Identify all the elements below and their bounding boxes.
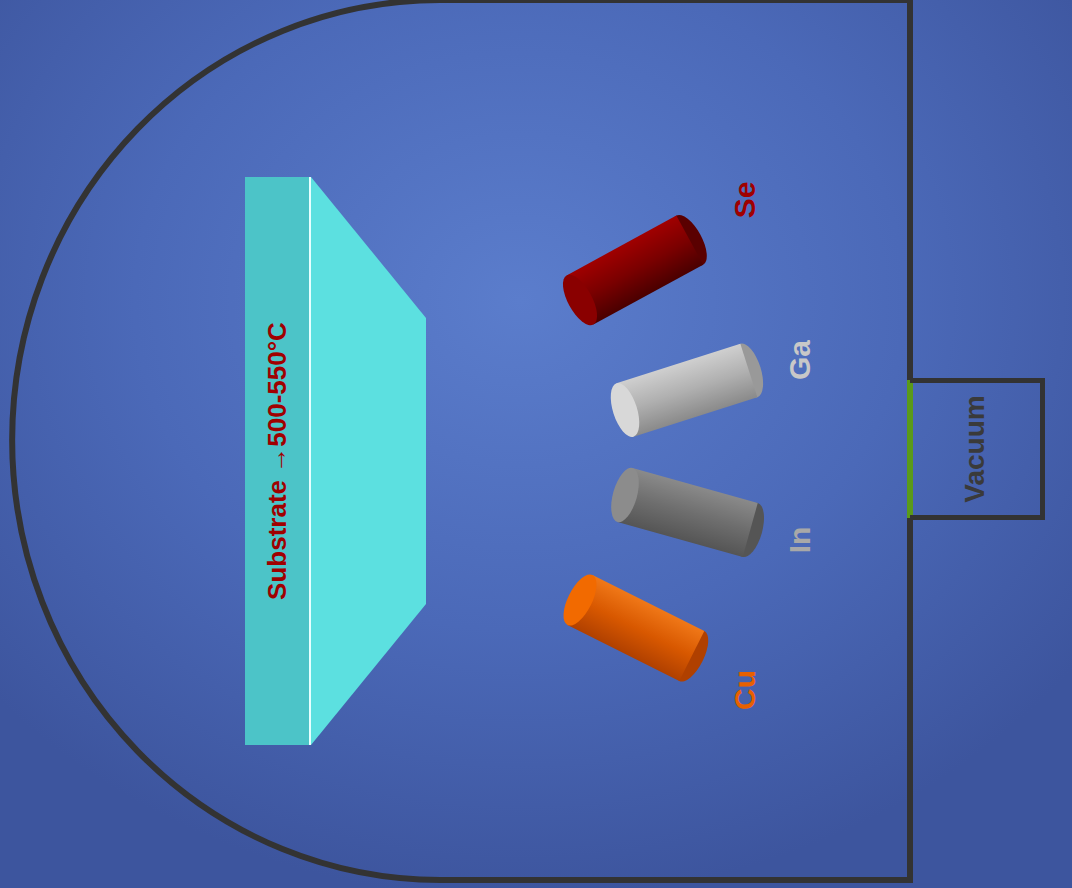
node-text: Substrate →500-550°C [262, 322, 293, 600]
source-label: In [783, 527, 817, 554]
source-label: Cu [728, 670, 762, 710]
substrate-box: Substrate →500-550°C [245, 177, 311, 745]
source-label: Se [728, 182, 762, 219]
se-source [556, 210, 714, 330]
substrate-face [311, 177, 426, 745]
vacuum-port: Vacuum [910, 378, 1045, 520]
ga-source [605, 340, 769, 440]
node-text: Vacuum [959, 395, 991, 502]
in-source [606, 465, 769, 560]
chamber-wall [12, 0, 910, 880]
port-opening [907, 380, 913, 518]
cu-source [557, 570, 715, 687]
source-label: Ga [783, 340, 817, 380]
